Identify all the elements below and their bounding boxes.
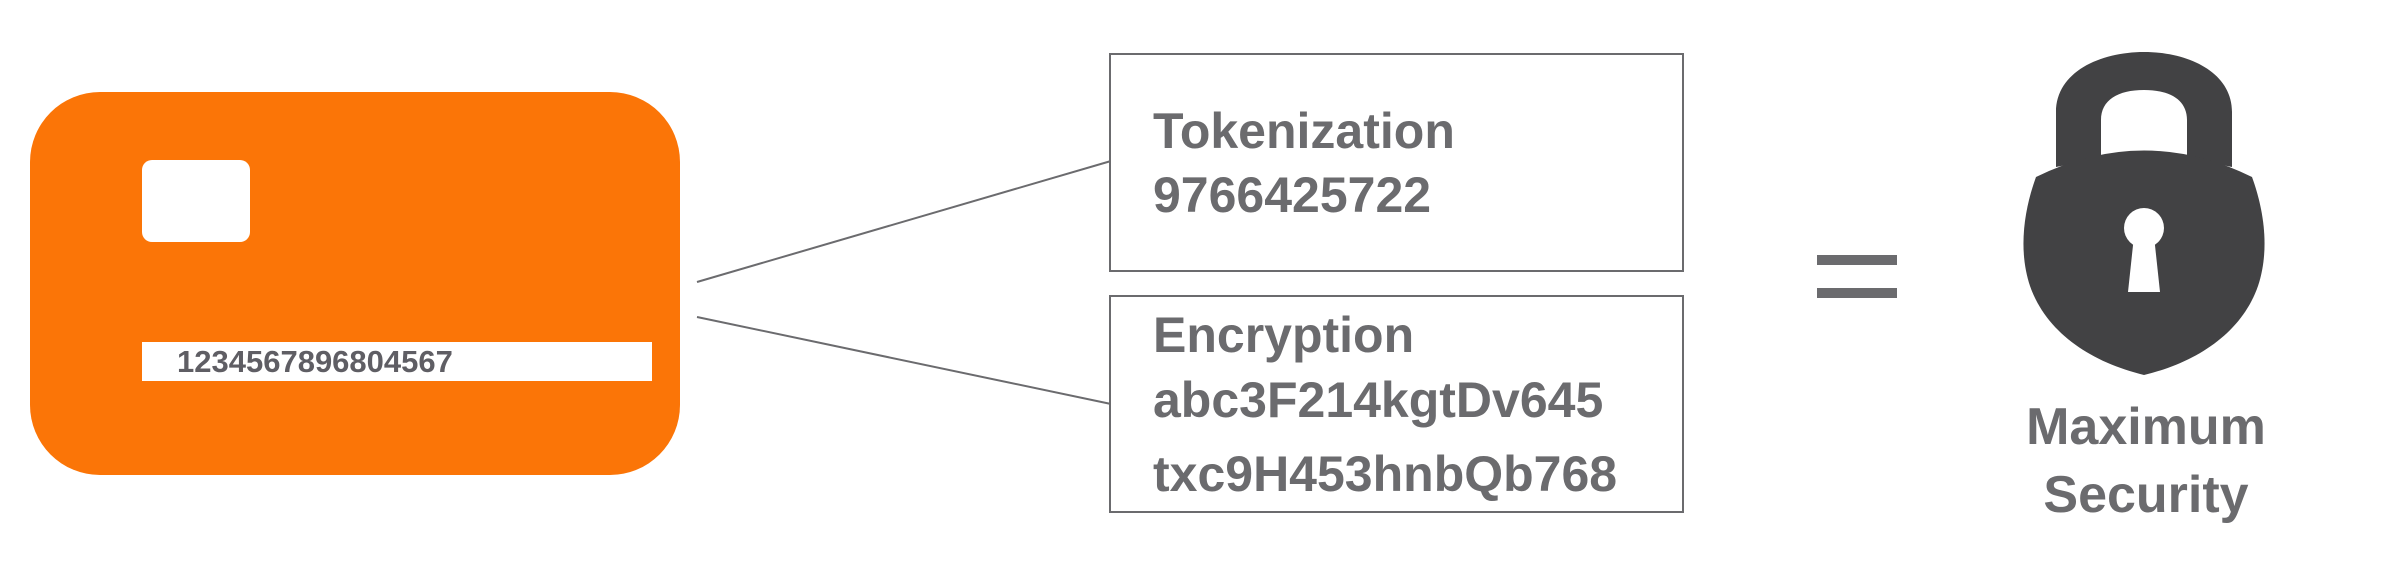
maximum-security-caption: Maximum Security	[1946, 393, 2346, 529]
equals-sign-top-bar	[1817, 255, 1897, 265]
lock-keyhole-slot	[2128, 236, 2160, 292]
caption-line-2: Security	[2043, 466, 2249, 524]
lock-shackle	[2056, 52, 2232, 167]
connector-to-encryption	[696, 316, 1112, 405]
card-number-group-3: 9680	[314, 343, 384, 379]
card-number-strip: 1234 5678 9680 4567	[142, 342, 652, 381]
card-number-group-2: 5678	[245, 343, 315, 379]
encryption-title: Encryption	[1153, 307, 1415, 363]
lock-icon	[2023, 52, 2265, 375]
connector-to-tokenization	[696, 160, 1112, 283]
tokenization-box: Tokenization 9766425722	[1109, 53, 1684, 272]
tokenization-value: 9766425722	[1153, 167, 1432, 223]
equals-sign-bottom-bar	[1817, 288, 1897, 298]
card-number-group-1: 1234	[177, 343, 246, 379]
tokenization-title: Tokenization	[1153, 103, 1455, 159]
encryption-box: Encryption abc3F214kgtDv645 txc9H453hnbQ…	[1109, 295, 1684, 513]
card-number-group-4: 4567	[383, 343, 453, 379]
encryption-line-2: txc9H453hnbQb768	[1153, 446, 1618, 502]
credit-card: 1234 5678 9680 4567	[30, 92, 680, 475]
caption-line-1: Maximum	[2026, 398, 2266, 456]
encryption-line-1: abc3F214kgtDv645	[1153, 372, 1604, 428]
card-chip	[142, 160, 250, 242]
